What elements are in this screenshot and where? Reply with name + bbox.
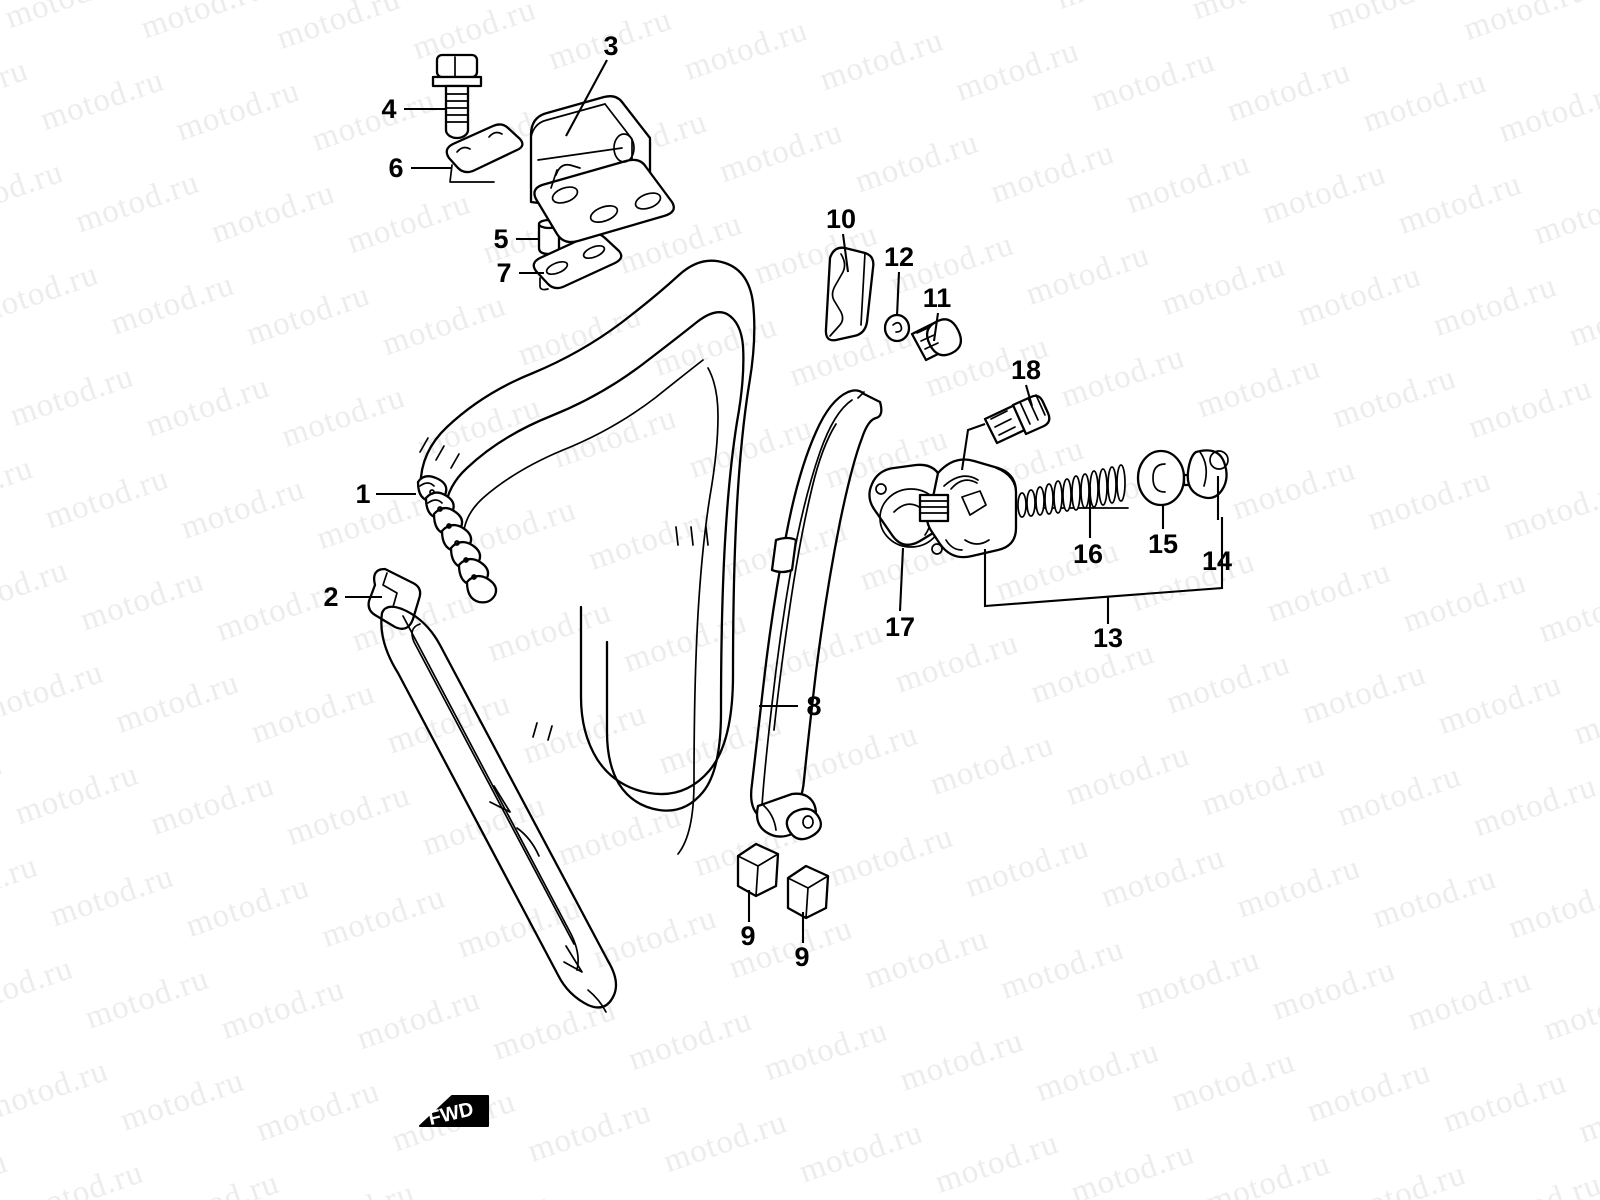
callout-12: 12 (884, 242, 914, 272)
part-cam-chain (416, 259, 756, 855)
part-cushion-block-2 (786, 864, 830, 920)
callout-7: 7 (496, 258, 511, 288)
callout-4: 4 (381, 94, 396, 124)
part-bolt-knurled (983, 394, 1051, 445)
part-tensioner-bracket (529, 95, 675, 244)
callout-10: 10 (826, 204, 856, 234)
callout-8: 8 (806, 691, 821, 721)
callout-14: 14 (1202, 546, 1232, 576)
part-bolt-flange (431, 53, 483, 140)
part-chain-guide-lower (367, 567, 618, 1013)
callout-3: 3 (603, 31, 618, 61)
callout-1: 1 (355, 479, 370, 509)
part-washer-gasket (1136, 449, 1186, 507)
callout-18: 18 (1011, 355, 1041, 385)
callout-9b: 9 (794, 942, 809, 972)
callout-2: 2 (323, 582, 338, 612)
part-cushion-block-1 (736, 842, 780, 898)
callout-5: 5 (493, 224, 508, 254)
chain-link-detail (416, 475, 498, 604)
part-spring (1017, 464, 1129, 518)
callout-13: 13 (1093, 623, 1123, 653)
callout-9a: 9 (740, 921, 755, 951)
callout-16: 16 (1073, 539, 1103, 569)
callout-15: 15 (1148, 529, 1178, 559)
callout-17: 17 (885, 612, 915, 642)
fwd-arrow-marker: FWD (418, 1094, 490, 1130)
part-cap-bolt (1182, 449, 1229, 500)
callout-6: 6 (388, 153, 403, 183)
callout-11: 11 (923, 283, 952, 313)
part-washer (883, 313, 911, 343)
part-chain-guide-tensioner (749, 389, 883, 841)
part-chain-guide-top (824, 246, 875, 342)
